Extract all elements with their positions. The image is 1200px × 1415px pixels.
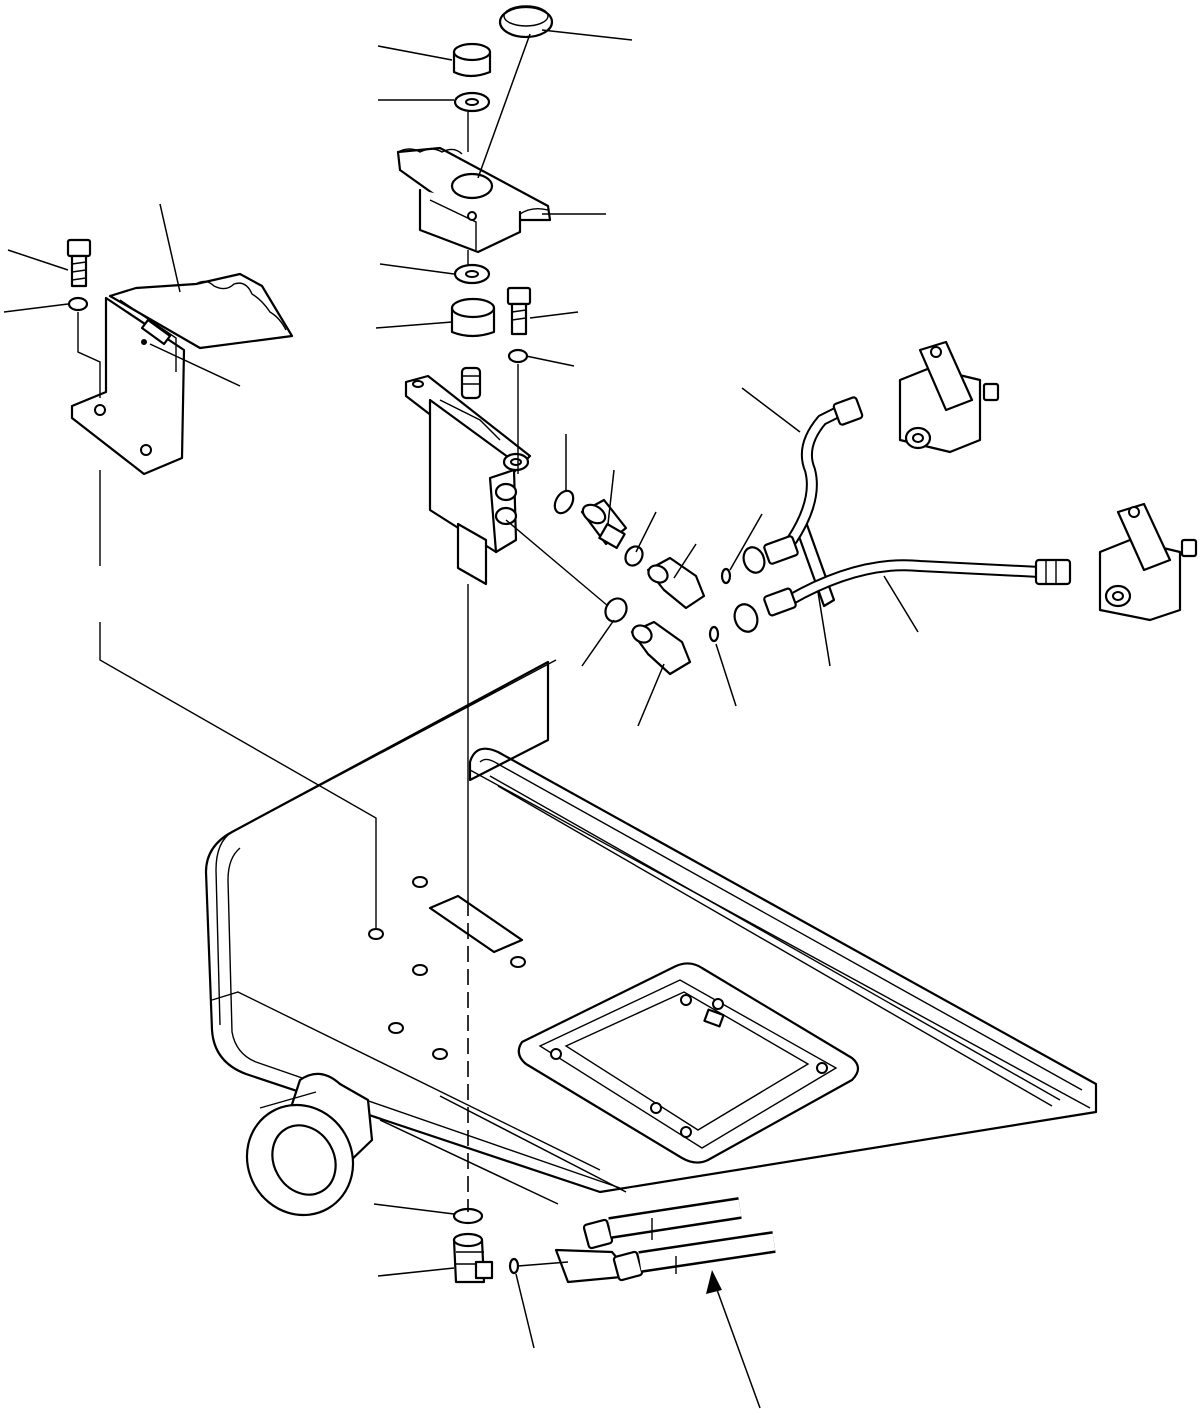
- bottom-elbow-fitting: [452, 1232, 494, 1284]
- top-nut: [452, 42, 492, 78]
- cap-plug: [498, 5, 554, 39]
- elbow-fitting-upper: [646, 556, 706, 610]
- o-ring-5: [708, 625, 720, 643]
- floor-access-cover: [517, 962, 860, 1164]
- floor-mounting-holes: [368, 876, 526, 1060]
- o-ring-3: [604, 597, 628, 623]
- adapter-fitting: [580, 498, 628, 550]
- lower-hose: [733, 558, 1072, 633]
- bottom-hoses: [554, 1197, 776, 1284]
- left-pedal-bracket: [70, 272, 294, 476]
- left-bolt: [66, 238, 92, 288]
- right-valve-upper: [898, 340, 1000, 454]
- left-washer: [67, 296, 89, 312]
- pivot-boss: [245, 1072, 374, 1217]
- o-ring-1: [553, 489, 575, 515]
- o-ring-4: [720, 567, 732, 585]
- assembly-centerlines: [77, 112, 609, 1267]
- elbow-fitting-lower: [630, 620, 692, 676]
- right-valve-lower: [1098, 502, 1198, 622]
- floor-plate: [204, 660, 1098, 1194]
- bottom-small-o-ring: [508, 1257, 520, 1275]
- leader-lines: [3, 29, 919, 1409]
- pilot-valve-body: [404, 366, 532, 586]
- mid-nut: [450, 297, 496, 338]
- upper-hose: [742, 396, 864, 574]
- right-bolt: [506, 286, 532, 336]
- right-washer: [507, 348, 529, 364]
- o-ring-2: [624, 545, 644, 567]
- center-pedal: [396, 146, 552, 254]
